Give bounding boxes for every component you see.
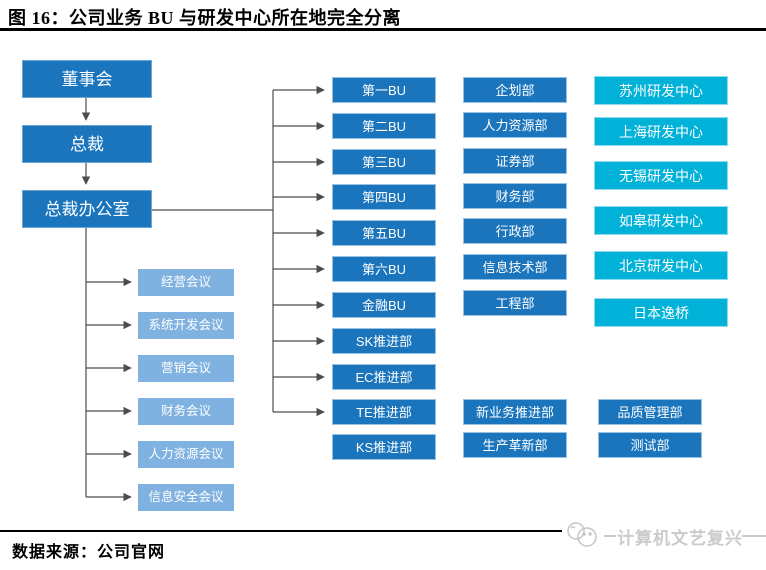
watermark-dash-right [742, 535, 766, 537]
org-node-president: 总裁 [22, 125, 152, 163]
org-node-dept: 行政部 [463, 218, 567, 244]
org-node-bu: 第六BU [332, 256, 436, 282]
org-node-bu: EC推进部 [332, 364, 436, 390]
watermark-logo-icon [567, 522, 597, 547]
org-node-meeting: 人力资源会议 [138, 441, 234, 468]
org-node-rd-center: 苏州研发中心 [594, 76, 728, 105]
org-node-dept: 信息技术部 [463, 254, 567, 280]
org-node-bu: 第五BU [332, 220, 436, 246]
org-node-rd-center: 上海研发中心 [594, 117, 728, 146]
org-node-meeting: 财务会议 [138, 398, 234, 425]
org-node-quality-dept: 品质管理部 [598, 399, 702, 425]
watermark-dash-left [604, 535, 616, 537]
org-node-meeting: 营销会议 [138, 355, 234, 382]
org-node-quality-dept: 测试部 [598, 432, 702, 458]
org-node-dept: 财务部 [463, 183, 567, 209]
data-source-text: 数据来源：公司官网 [12, 544, 166, 561]
org-node-bu: 第四BU [332, 184, 436, 210]
org-node-bu: 第三BU [332, 149, 436, 175]
footer-rule [0, 530, 562, 532]
org-node-bu: 第二BU [332, 113, 436, 139]
org-node-dept: 人力资源部 [463, 112, 567, 138]
org-node-rd-center: 北京研发中心 [594, 251, 728, 280]
org-node-rd-center: 如皋研发中心 [594, 206, 728, 235]
org-node-dept: 企划部 [463, 77, 567, 103]
org-node-meeting: 经营会议 [138, 269, 234, 296]
org-node-board: 董事会 [22, 60, 152, 98]
org-node-rd-center: 无锡研发中心 [594, 161, 728, 190]
org-node-bu: SK推进部 [332, 328, 436, 354]
org-node-bu: KS推进部 [332, 434, 436, 460]
figure-title: 图 16：公司业务 BU 与研发中心所在地完全分离 [8, 8, 402, 28]
org-node-meeting: 系统开发会议 [138, 312, 234, 339]
org-node-president-office: 总裁办公室 [22, 190, 152, 228]
org-node-meeting: 信息安全会议 [138, 484, 234, 511]
org-node-bu: 第一BU [332, 77, 436, 103]
org-node-dept: 生产革新部 [463, 432, 567, 458]
org-node-dept: 新业务推进部 [463, 399, 567, 425]
org-node-bu: TE推进部 [332, 399, 436, 425]
org-node-dept: 工程部 [463, 290, 567, 316]
title-underline [0, 28, 766, 31]
org-node-rd-center: 日本逸桥 [594, 298, 728, 327]
org-node-bu: 金融BU [332, 292, 436, 318]
org-node-dept: 证券部 [463, 148, 567, 174]
watermark-text: 计算机文艺复兴 [617, 529, 743, 548]
